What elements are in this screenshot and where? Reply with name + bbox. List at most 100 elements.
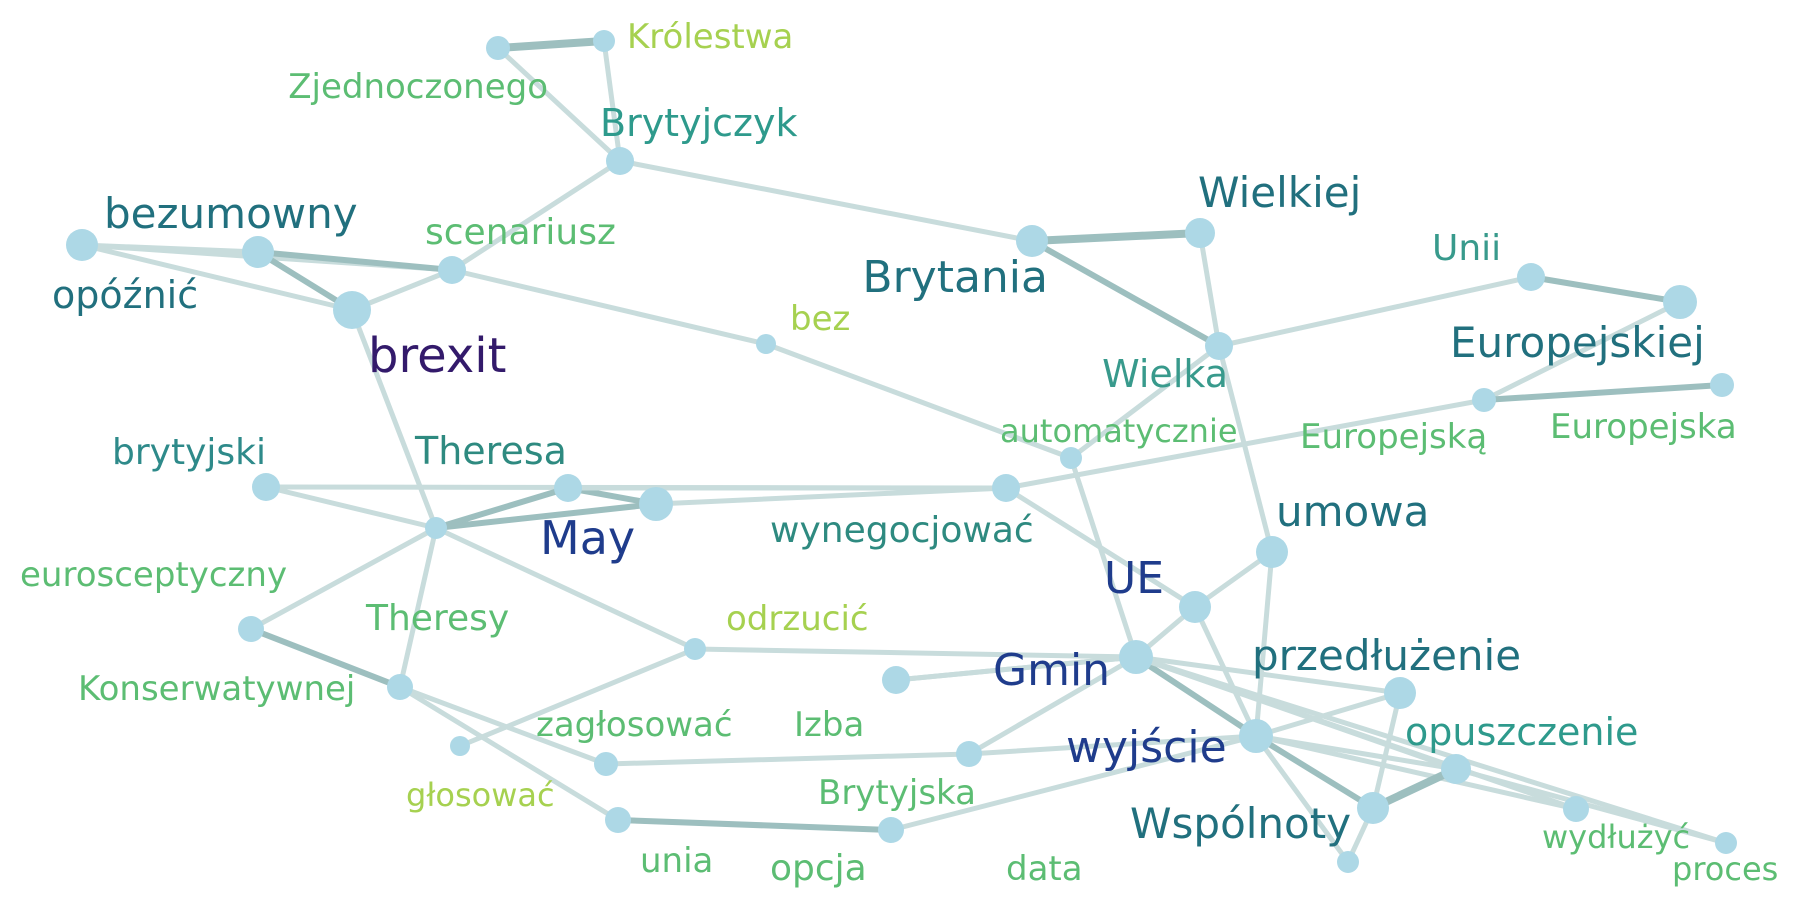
node-europejska2 <box>1472 388 1496 412</box>
edge-umowa-wyjscie <box>1253 549 1275 739</box>
node-label-gmin: Gmin <box>993 645 1110 696</box>
node-scenariusz <box>438 256 466 284</box>
node-label-europejska2: Europejską <box>1300 417 1487 457</box>
node-label-wspolnoty: Wspólnoty <box>1130 799 1351 848</box>
node-automatycznie <box>1060 447 1082 469</box>
node-wynegocjowac <box>992 474 1020 502</box>
node-label-przedluzenie: przedłużenie <box>1252 631 1521 680</box>
node-label-theresa: Theresa <box>414 429 567 473</box>
node-opoznic <box>66 229 98 261</box>
edge-konserwatywnej-zaglosowac <box>397 684 609 767</box>
node-label-umowa: umowa <box>1276 487 1429 536</box>
node-label-wydluzyc: wydłużyć <box>1542 818 1690 856</box>
edge-gmin-izba <box>893 654 1139 683</box>
node-glosowac <box>450 736 470 756</box>
edge-odrzucic-gmin <box>692 646 1139 660</box>
node-eurosceptyczny <box>238 616 264 642</box>
edge-opuszczenie-proces <box>1453 766 1729 846</box>
edge-gmin-proces <box>1133 654 1729 846</box>
node-zaglosowac <box>594 752 618 776</box>
node-label-unia: unia <box>640 841 713 881</box>
edge-zjednoczonego-krolestwa <box>494 37 608 52</box>
node-label-opuszczenie: opuszczenie <box>1405 710 1638 754</box>
edge-bez-automatycznie <box>763 341 1074 461</box>
node-label-eurosceptyczny: eurosceptyczny <box>20 555 287 595</box>
edge-odrzucic-glosowac <box>457 646 698 749</box>
node-label-glosowac: głosować <box>406 776 555 814</box>
node-wydluzyc <box>1563 796 1589 822</box>
edge-unii-europejskiej <box>1528 274 1683 305</box>
edge-przedluzenie-wspolnoty <box>1370 690 1403 811</box>
node-layer <box>66 30 1737 873</box>
edge-brytyjczyk-scenariusz <box>449 158 623 273</box>
edge-opcja-wyjscie <box>888 733 1259 833</box>
node-gmin <box>1119 640 1153 674</box>
node-label-brytyjska: Brytyjska <box>818 773 976 813</box>
node-label-proces: proces <box>1672 850 1778 888</box>
node-bez <box>756 334 776 354</box>
node-proces <box>1715 832 1737 854</box>
edge-zjednoczonego-brytyjczyk <box>495 45 623 164</box>
edge-opoznic-brexit <box>79 242 355 313</box>
node-label-wyjscie: wyjście <box>1066 722 1227 773</box>
edge-bezumowny-scenariusz <box>255 249 455 273</box>
edge-gmin-przedluzenie <box>1133 654 1403 696</box>
node-label-bez: bez <box>790 299 850 339</box>
edge-gmin-wyjscie <box>1133 654 1259 739</box>
node-przedluzenie <box>1384 677 1416 709</box>
node-label-odrzucic: odrzucić <box>726 599 869 639</box>
edge-brytyjska-wyjscie <box>966 733 1259 757</box>
edge-krolestwa-brytyjczyk <box>601 38 623 164</box>
node-unii <box>1517 263 1545 291</box>
node-label-unii: Unii <box>1432 228 1501 269</box>
edge-may-theresy <box>433 501 659 531</box>
node-wspolnoty <box>1357 792 1389 824</box>
edge-theresa-theresy <box>433 485 571 531</box>
edge-zaglosowac-brytyjska <box>603 751 972 767</box>
node-label-europejska: Europejska <box>1550 407 1737 447</box>
node-ue <box>1179 591 1211 623</box>
node-wielka <box>1205 332 1233 360</box>
edge-unia-opcja <box>615 817 894 833</box>
node-label-theresy: Theresy <box>365 598 509 639</box>
node-europejskiej <box>1663 285 1697 319</box>
node-label-data: data <box>1006 849 1083 889</box>
node-konserwatywnej <box>387 674 413 700</box>
node-brytania <box>1016 225 1048 257</box>
edge-europejska2-wynegocjowac <box>1003 397 1487 491</box>
node-brytyjski <box>252 473 280 501</box>
node-label-europejskiej: Europejskiej <box>1450 318 1705 367</box>
edge-theresy-odrzucic <box>433 525 698 652</box>
edge-theresy-eurosceptyczny <box>248 525 439 632</box>
node-izba <box>882 666 910 694</box>
node-umowa <box>1256 536 1288 568</box>
node-label-automatycznie: automatycznie <box>1000 412 1238 450</box>
node-opcja <box>878 817 904 843</box>
node-label-izba: Izba <box>794 705 864 745</box>
node-bezumowny <box>242 236 274 268</box>
node-label-bezumowny: bezumowny <box>104 189 358 238</box>
edge-brytyjczyk-brytania <box>617 158 1035 244</box>
node-krolestwa <box>593 30 615 52</box>
edge-europejskiej-europejska2 <box>1481 299 1683 403</box>
node-label-wynegocjowac: wynegocjować <box>770 510 1034 551</box>
edge-wielka-automatycznie <box>1068 343 1222 461</box>
edge-brytania-wielka <box>1029 238 1222 349</box>
node-europejska <box>1710 373 1734 397</box>
node-label-scenariusz: scenariusz <box>425 212 616 253</box>
edge-brytyjski-theresy <box>263 484 439 531</box>
node-theresy <box>425 517 447 539</box>
node-unia <box>605 807 631 833</box>
edge-theresy-konserwatywnej <box>397 525 439 690</box>
node-odrzucic <box>684 638 706 660</box>
edge-brexit-theresy <box>349 307 439 531</box>
node-label-may: May <box>540 511 635 565</box>
node-brytyjczyk <box>606 147 634 175</box>
node-label-wielkiej: Wielkiej <box>1198 168 1361 217</box>
node-label-brytyjski: brytyjski <box>112 432 266 473</box>
node-label-konserwatywnej: Konserwatywnej <box>78 669 355 709</box>
node-wielkiej <box>1185 218 1215 248</box>
node-may <box>639 487 673 521</box>
edge-wynegocjowac-ue <box>1003 485 1198 610</box>
